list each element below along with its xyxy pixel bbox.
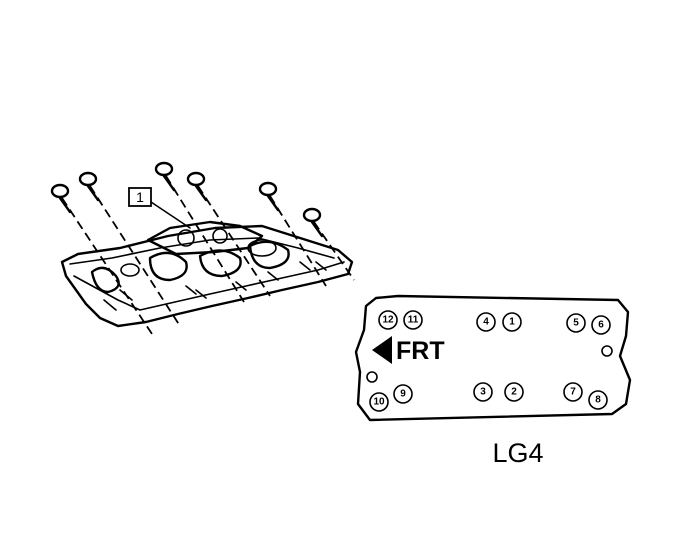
bolt-head <box>78 171 98 187</box>
bolt-number: 8 <box>595 395 601 406</box>
intake-manifold-drawing: 1 <box>50 161 355 335</box>
bolt-marker: 5 <box>566 313 586 333</box>
locating-hole <box>366 371 378 383</box>
bolt-head <box>186 171 206 187</box>
bolt-centerline <box>89 185 181 327</box>
locating-hole <box>601 345 613 357</box>
bolt-centerline <box>313 221 355 281</box>
manifold-runners <box>90 240 290 294</box>
bolt-marker: 4 <box>476 312 496 332</box>
bolt-head <box>302 207 322 223</box>
bolt-centerline <box>61 197 153 335</box>
bolt-head <box>154 161 174 177</box>
bolt-centerline <box>197 185 271 297</box>
bolt-marker: 9 <box>393 384 413 404</box>
bolt-centerline <box>165 175 245 303</box>
bolt-shank <box>58 196 72 214</box>
bolt-shank <box>266 194 280 212</box>
bolt-marker: 12 <box>378 310 398 330</box>
bolt-number: 12 <box>382 315 394 326</box>
callout-number: 1 <box>136 189 144 205</box>
bolt-number: 2 <box>511 387 517 398</box>
engine-code-caption: LG4 <box>492 438 543 468</box>
bolt-shank <box>162 174 176 192</box>
bolt-shank <box>194 184 208 202</box>
bolt-marker: 11 <box>403 310 423 330</box>
bolt-number: 7 <box>570 387 576 398</box>
bolt-number: 1 <box>509 317 515 328</box>
plenum-port <box>177 229 195 247</box>
bolt-number: 6 <box>598 320 604 331</box>
front-arrow-icon <box>372 336 392 364</box>
manifold-flange <box>69 237 345 311</box>
bolt-marker: 7 <box>563 382 583 402</box>
bolt-head <box>258 181 278 197</box>
bolt-number: 11 <box>408 315 419 326</box>
callout-box <box>128 187 152 207</box>
bolt-number: 9 <box>400 389 406 400</box>
bolt-marker: 2 <box>504 382 524 402</box>
bolt-number: 3 <box>480 387 486 398</box>
bolt-marker: 3 <box>473 382 493 402</box>
manifold-boss <box>247 239 277 257</box>
bolt-marker: 8 <box>588 390 608 410</box>
plenum-port <box>212 228 228 244</box>
bolt-shank <box>310 220 324 238</box>
sequence-plate-outline <box>354 294 632 422</box>
bolt-marker: 10 <box>369 392 389 412</box>
bolt-marker: 6 <box>591 315 611 335</box>
front-direction-label: FRT <box>396 337 445 365</box>
callout-leader <box>150 201 191 229</box>
bolt-number: 10 <box>373 397 385 408</box>
bolt-head <box>50 183 70 199</box>
bolt-centerline <box>269 195 327 287</box>
manifold-hatching <box>103 261 327 311</box>
callout-1: 1 <box>128 187 191 229</box>
bolt-number: 4 <box>483 317 489 328</box>
bolt-sequence-diagram: FRT 12 11 4 1 5 6 10 <box>354 294 632 422</box>
bolt-marker: 1 <box>502 312 522 332</box>
bolt-number: 5 <box>573 318 579 329</box>
bolt-shank <box>86 184 100 202</box>
bolt-group <box>50 161 355 335</box>
manifold-plenum <box>146 220 264 256</box>
manifold-port <box>120 263 140 277</box>
